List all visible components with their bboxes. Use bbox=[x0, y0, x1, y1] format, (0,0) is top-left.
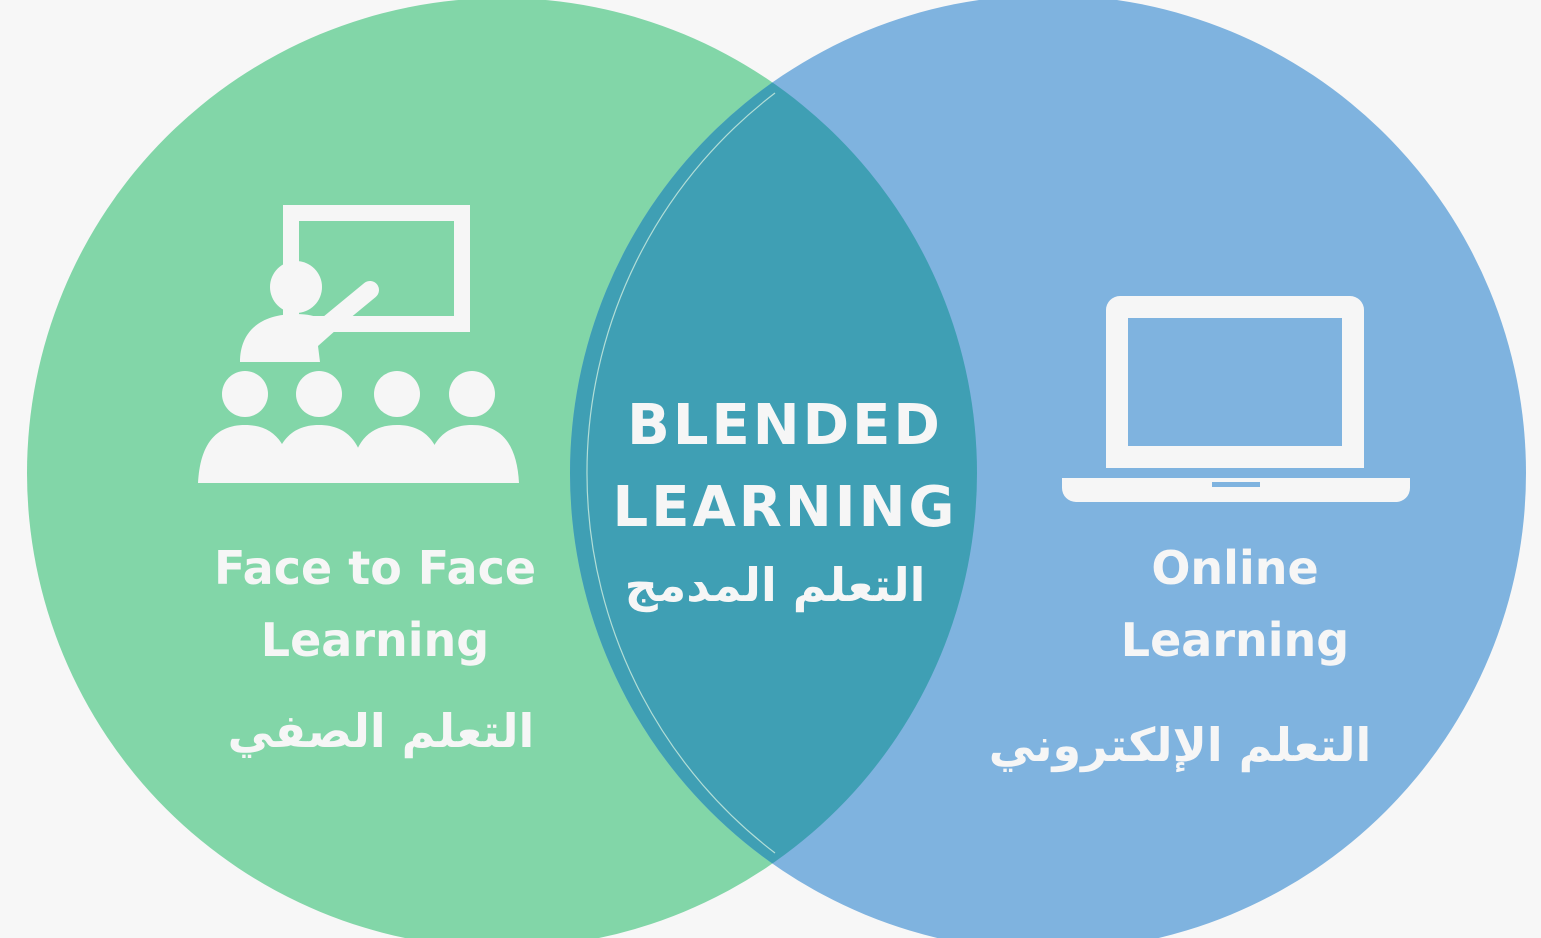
online-arabic: التعلم الإلكتروني bbox=[988, 718, 1372, 772]
blended-intersection bbox=[570, 0, 977, 938]
online-line1: Online bbox=[1151, 541, 1319, 595]
blended-line2: LEARNING bbox=[612, 475, 958, 540]
face-to-face-arabic: التعلم الصفي bbox=[227, 704, 535, 758]
online-line2: Learning bbox=[1120, 613, 1350, 667]
blended-arabic: التعلم المدمج bbox=[624, 558, 926, 612]
face-to-face-line2: Learning bbox=[260, 613, 490, 667]
classroom-teacher-icon bbox=[198, 205, 519, 483]
blended-learning-title: BLENDED LEARNING bbox=[585, 385, 985, 549]
face-to-face-title: Face to Face Learning bbox=[195, 532, 555, 676]
online-learning-title: Online Learning bbox=[1055, 532, 1415, 676]
laptop-icon bbox=[1062, 296, 1410, 502]
blended-line1: BLENDED bbox=[627, 393, 943, 458]
face-to-face-line1: Face to Face bbox=[213, 541, 537, 595]
intersection-outline bbox=[586, 92, 776, 854]
